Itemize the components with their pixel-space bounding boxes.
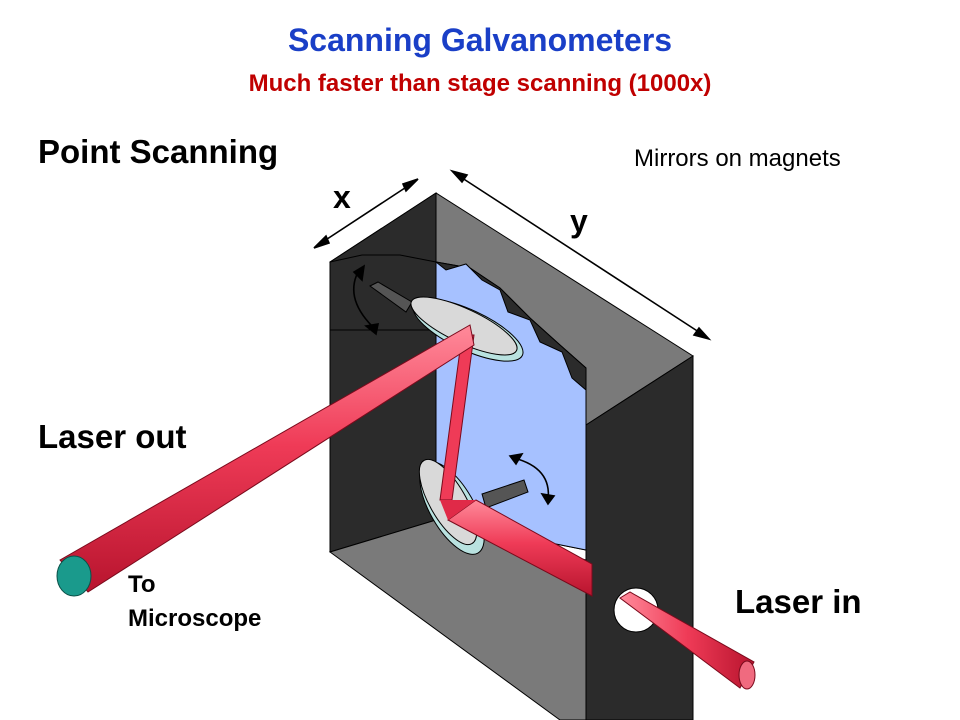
laser-out-label: Laser out: [38, 418, 187, 455]
top-rotation-arrow: [352, 264, 380, 336]
y-axis-label: y: [570, 203, 588, 239]
x-axis-label: x: [333, 179, 351, 215]
point-scanning-label: Point Scanning: [38, 133, 279, 170]
beam-segment-corner: [440, 500, 476, 520]
y-dimension-arrow: [449, 169, 712, 341]
mirrors-label: Mirrors on magnets: [634, 145, 841, 172]
page-title: Scanning Galvanometers: [287, 22, 673, 58]
to-microscope-label: To Microscope: [128, 568, 328, 636]
page-subtitle: Much faster than stage scanning (1000x): [248, 70, 712, 97]
beam-in-end-cap: [738, 660, 756, 690]
to-microscope-line2: Microscope: [128, 605, 262, 632]
to-microscope-line1: To: [128, 571, 156, 598]
laser-in-label: Laser in: [735, 583, 862, 620]
bottom-rotation-arrow: [508, 452, 556, 506]
x-dimension-arrow: [313, 178, 419, 249]
beam-in: [619, 591, 755, 689]
top-mirror: [369, 281, 524, 362]
beam-out-end-cap: [56, 555, 92, 597]
